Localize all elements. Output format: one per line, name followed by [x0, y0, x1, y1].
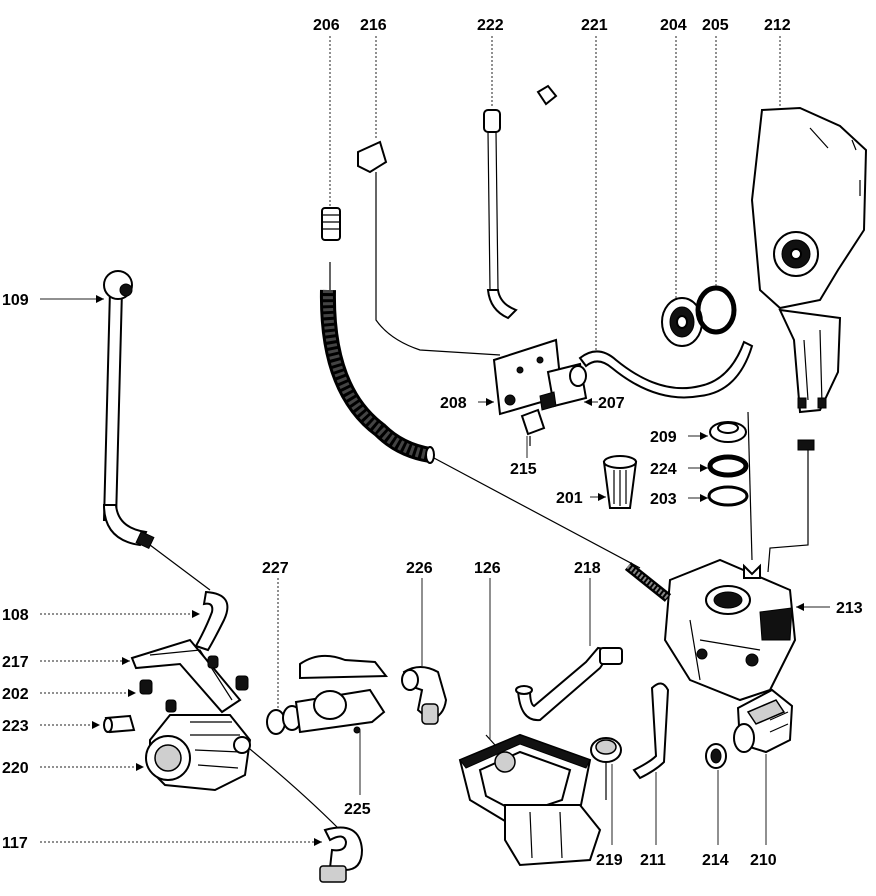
part-204-disc — [661, 297, 703, 347]
part-218-hose — [515, 646, 623, 722]
part-214-ring — [705, 743, 727, 769]
callout-219: 219 — [596, 852, 623, 869]
part-223-sleeve — [103, 714, 136, 734]
part-206-drain-hose — [319, 207, 672, 602]
callout-215: 215 — [510, 461, 537, 478]
part-202-grommets — [139, 655, 249, 713]
callout-218: 218 — [574, 560, 601, 577]
callout-108: 108 — [2, 607, 29, 624]
callout-213: 213 — [836, 600, 863, 617]
callout-labels: 206 216 222 221 204 205 212 109 208 207 … — [2, 17, 863, 869]
callout-212: 212 — [764, 17, 791, 34]
part-203-ring — [707, 485, 749, 507]
part-225-coupling — [294, 654, 389, 734]
callout-210: 210 — [750, 852, 777, 869]
part-212-panel — [750, 106, 868, 414]
callout-226: 226 — [406, 560, 433, 577]
callout-227: 227 — [262, 560, 289, 577]
part-209-cap — [709, 421, 747, 443]
callout-222: 222 — [477, 17, 504, 34]
part-201-filter — [602, 455, 638, 509]
leader-arrowheads — [92, 295, 804, 846]
part-224-ring — [707, 454, 749, 478]
callout-216: 216 — [360, 17, 387, 34]
part-215-connector — [520, 408, 546, 446]
callout-224: 224 — [650, 461, 677, 478]
callout-117: 117 — [2, 835, 28, 852]
part-216-wire — [357, 140, 501, 356]
part-205-gasket — [695, 285, 737, 335]
part-222-inlet-hose — [483, 84, 558, 320]
callout-204: 204 — [660, 17, 687, 34]
callout-207: 207 — [598, 395, 625, 412]
part-227-clamp — [266, 705, 302, 735]
callout-225: 225 — [344, 801, 371, 818]
callout-220: 220 — [2, 760, 29, 777]
part-219-sensor — [590, 737, 622, 800]
callout-201: 201 — [556, 490, 583, 507]
part-117-hose — [244, 744, 364, 883]
callout-206: 206 — [313, 17, 340, 34]
part-220-pump — [145, 714, 252, 792]
callout-205: 205 — [702, 17, 729, 34]
part-226-elbow — [401, 666, 448, 725]
callout-203: 203 — [650, 491, 677, 508]
part-126-sump — [458, 733, 602, 867]
callout-126: 126 — [474, 560, 501, 577]
part-221-hose — [578, 340, 754, 399]
part-217-bracket — [130, 638, 242, 714]
part-207-valve — [539, 362, 588, 411]
leader-lines — [40, 36, 830, 845]
callout-214: 214 — [702, 852, 729, 869]
wire-212-to-213 — [747, 411, 815, 573]
callout-223: 223 — [2, 718, 29, 735]
part-213-tank — [663, 558, 797, 702]
part-109-fill-tube — [102, 270, 155, 550]
callout-109: 109 — [2, 292, 29, 309]
callout-211: 211 — [640, 852, 666, 869]
part-108-hose — [149, 544, 229, 652]
callout-202: 202 — [2, 686, 29, 703]
part-210-drain-pump — [733, 688, 794, 754]
callout-221: 221 — [581, 17, 608, 34]
callout-208: 208 — [440, 395, 467, 412]
callout-209: 209 — [650, 429, 677, 446]
part-211-tube — [632, 682, 670, 780]
callout-217: 217 — [2, 654, 29, 671]
